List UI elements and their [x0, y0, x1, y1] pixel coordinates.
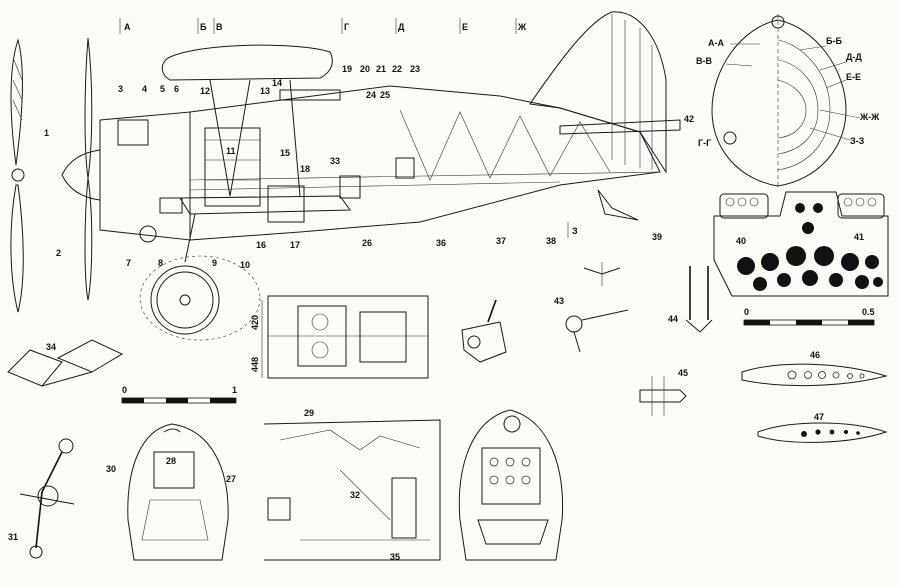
callout-labels: 1 2 3 4 5 6 7 8 9 10 11 12 13 14 15 16 1… [8, 64, 864, 562]
section-mark-e: Е [462, 22, 468, 32]
cockpit-plan-view [261, 295, 429, 379]
callout-14: 14 [272, 78, 282, 88]
section-mark-d: Д [398, 22, 405, 32]
callout-34: 34 [46, 342, 56, 352]
control-stick-detail [19, 438, 75, 559]
callout-10: 10 [240, 260, 250, 270]
view-label-e-e: Е-Е [846, 72, 861, 82]
rib-detail-47 [757, 422, 888, 443]
view-label-d-d: Д-Д [846, 52, 862, 62]
bracket-detail [639, 376, 687, 416]
section-mark-z: З [572, 226, 578, 236]
scale-bar-large [121, 397, 237, 404]
propeller-side-view [10, 38, 25, 313]
callout-18: 18 [300, 164, 310, 174]
view-label-z-z: З-З [850, 136, 865, 146]
callout-17: 17 [290, 240, 300, 250]
callout-24: 24 [366, 90, 376, 100]
callout-29: 29 [304, 408, 314, 418]
callout-7: 7 [126, 258, 131, 268]
callout-13: 13 [260, 86, 270, 96]
callout-26: 26 [362, 238, 372, 248]
callout-23: 23 [410, 64, 420, 74]
section-mark-b: Б [200, 22, 207, 32]
callout-11: 11 [226, 146, 236, 156]
callout-40: 40 [736, 236, 746, 246]
section-mark-a: А [124, 22, 131, 32]
callout-45: 45 [678, 368, 688, 378]
callout-25: 25 [380, 90, 390, 100]
callout-16: 16 [256, 240, 266, 250]
view-label-v-v: В-В [696, 56, 712, 66]
fuselage-cross-sections [711, 14, 861, 188]
seat-section-view [127, 423, 229, 561]
callout-47: 47 [814, 412, 824, 422]
pedals-detail [7, 339, 124, 387]
scale-small-end: 0.5 [862, 307, 875, 317]
callout-21: 21 [376, 64, 386, 74]
scale-large-start: 0 [122, 385, 127, 395]
callout-35: 35 [390, 552, 400, 562]
callout-12: 12 [200, 86, 210, 96]
callout-6: 6 [174, 84, 179, 94]
scale-large-end: 1 [232, 385, 237, 395]
view-label-a-a: А-А [708, 38, 724, 48]
instrument-panel [713, 191, 889, 297]
section-mark-zh: Ж [517, 22, 527, 32]
view-label-g-g: Г-Г [698, 138, 711, 148]
callout-46: 46 [810, 350, 820, 360]
scale-small-start: 0 [744, 307, 749, 317]
callout-8: 8 [158, 258, 163, 268]
fuselage-side-view [61, 11, 681, 243]
callout-41: 41 [854, 232, 864, 242]
callout-38: 38 [546, 236, 556, 246]
callout-2: 2 [56, 248, 61, 258]
callout-30: 30 [106, 464, 116, 474]
plan-dim-420: 420 [250, 315, 260, 330]
callout-3: 3 [118, 84, 123, 94]
callout-44: 44 [668, 314, 678, 324]
callout-27: 27 [226, 474, 236, 484]
view-label-b-b: Б-Б [826, 36, 842, 46]
callout-43: 43 [554, 296, 564, 306]
callout-28: 28 [166, 456, 176, 466]
cockpit-side-section [263, 419, 441, 561]
cockpit-front-section [458, 409, 564, 561]
callout-31: 31 [8, 532, 18, 542]
plan-dim-448: 448 [250, 357, 260, 372]
callout-42: 42 [684, 114, 694, 124]
callout-9: 9 [212, 258, 217, 268]
section-mark-g: Г [344, 22, 349, 32]
main-wheel [139, 213, 261, 341]
rib-detail-46 [741, 363, 888, 387]
callout-32: 32 [350, 490, 360, 500]
callout-33: 33 [330, 156, 340, 166]
callout-5: 5 [160, 84, 165, 94]
callout-1: 1 [44, 128, 49, 138]
callout-36: 36 [436, 238, 446, 248]
propeller-front-view [84, 37, 93, 301]
section-marker-ticks [119, 18, 569, 238]
callout-19: 19 [342, 64, 352, 74]
scale-bar-small [743, 319, 875, 326]
callout-39: 39 [652, 232, 662, 242]
callout-20: 20 [360, 64, 370, 74]
callout-4: 4 [142, 84, 147, 94]
stick-detail [461, 299, 507, 363]
section-mark-v: В [216, 22, 223, 32]
callout-22: 22 [392, 64, 402, 74]
callout-37: 37 [496, 236, 506, 246]
callout-15: 15 [280, 148, 290, 158]
pedal-linkage-detail [565, 262, 629, 353]
gun-detail [685, 266, 713, 333]
view-label-zh-zh: Ж-Ж [859, 112, 880, 122]
